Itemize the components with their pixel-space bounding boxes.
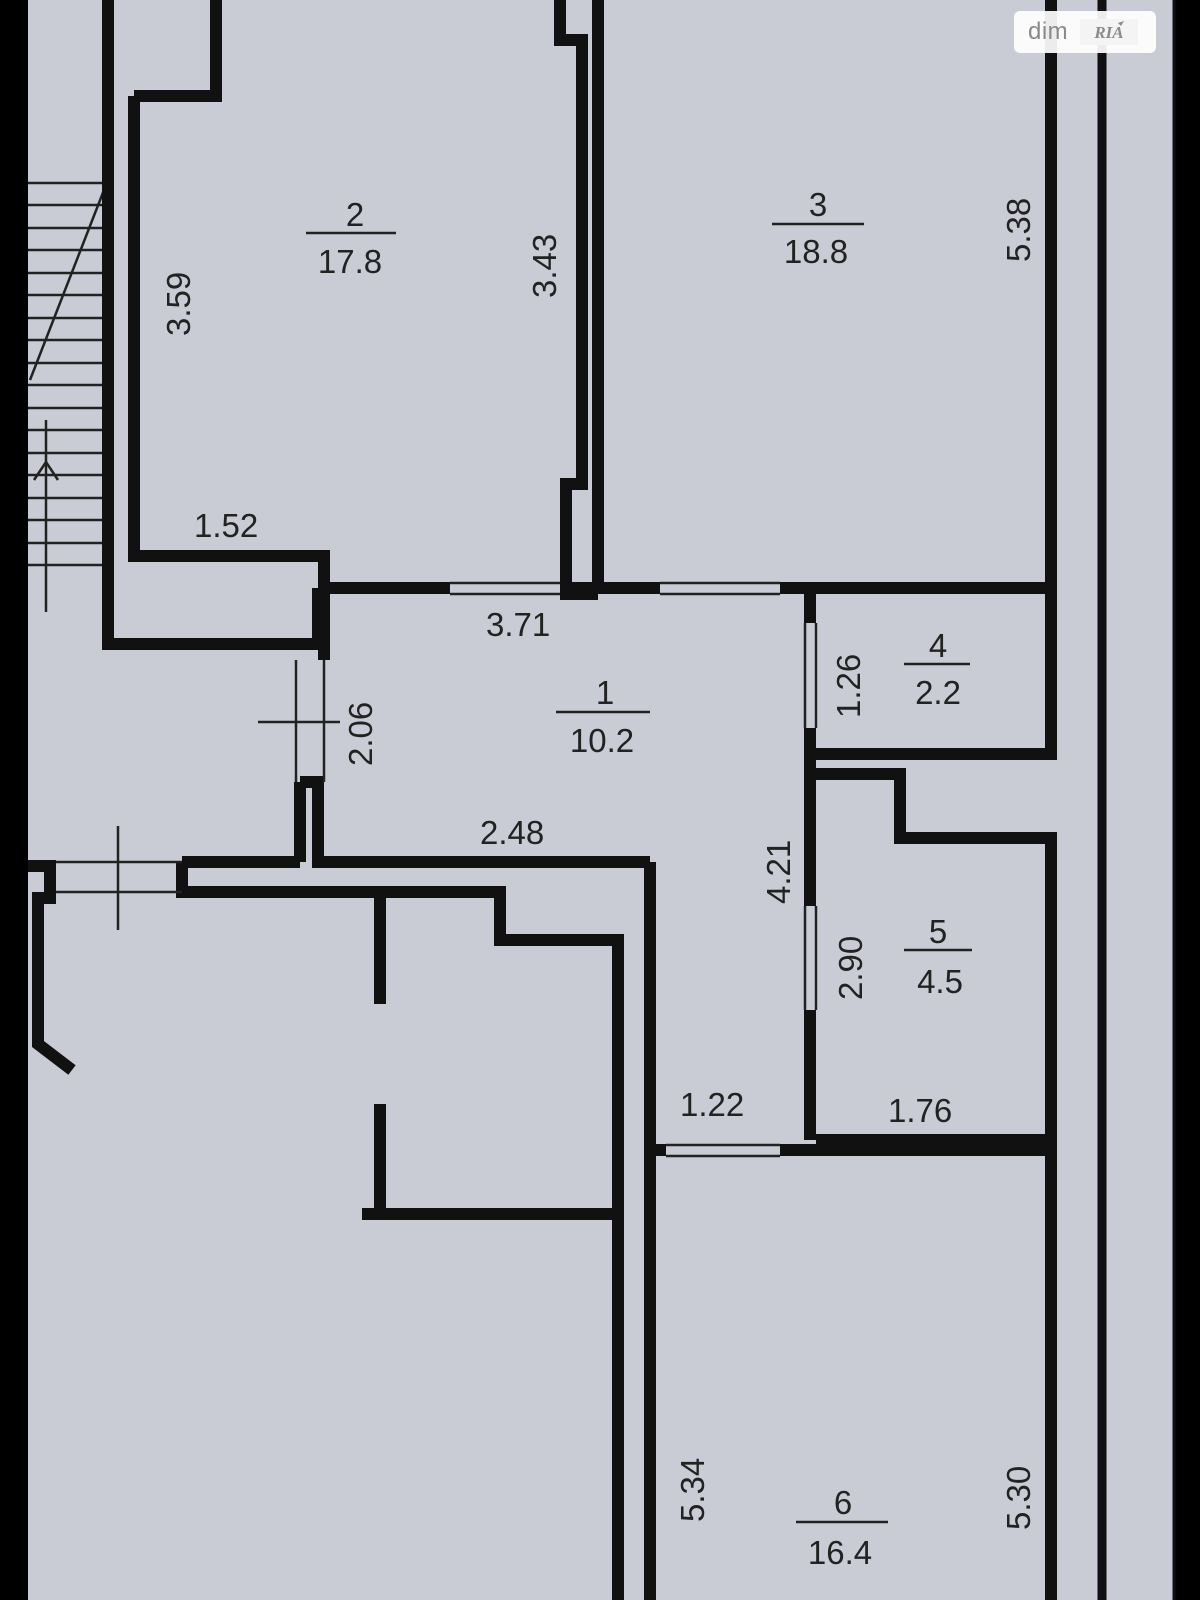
- room-label-2: 2 17.8: [306, 196, 396, 280]
- room-area: 18.8: [784, 233, 848, 270]
- dimension-hall-left: 2.06: [342, 702, 379, 766]
- dimension-room5-height: 2.90: [832, 936, 869, 1000]
- dimension-passage-width: 1.22: [680, 1086, 744, 1123]
- watermark-text: dim: [1028, 18, 1069, 45]
- dimension-room5-width: 1.76: [888, 1092, 952, 1129]
- room-number: 5: [929, 913, 947, 950]
- dimension-room2-bottom: 1.52: [194, 507, 258, 544]
- walls: [28, 0, 1057, 1600]
- dimension-hall-right: 4.21: [760, 840, 797, 904]
- staircase: [28, 181, 106, 612]
- room-label-5: 5 4.5: [904, 913, 972, 1000]
- room-area: 17.8: [318, 243, 382, 280]
- dimension-hall-bottom: 2.48: [480, 814, 544, 851]
- dimension-room6-left: 5.34: [674, 1458, 711, 1522]
- room-number: 4: [929, 627, 947, 664]
- dimension-room6-right: 5.30: [1000, 1466, 1037, 1530]
- openings: [56, 581, 818, 1158]
- watermark: dim RIA: [1014, 11, 1156, 53]
- dimension-room2-left: 3.59: [160, 272, 197, 336]
- room-number: 6: [834, 1484, 852, 1521]
- room-number: 3: [809, 186, 827, 223]
- room-area: 4.5: [917, 963, 963, 1000]
- room-label-6: 6 16.4: [796, 1484, 888, 1571]
- room-number: 1: [596, 674, 614, 711]
- room-label-3: 3 18.8: [772, 186, 864, 270]
- room-area: 16.4: [808, 1534, 872, 1571]
- dimension-room2-right: 3.43: [526, 234, 563, 298]
- ria-logo-icon: RIA: [1080, 19, 1139, 45]
- room-label-1: 1 10.2: [556, 674, 650, 759]
- dimension-hall-top: 3.71: [486, 606, 550, 643]
- dimension-room3-right: 5.38: [1000, 198, 1037, 262]
- room-number: 2: [346, 196, 364, 233]
- svg-text:RIA: RIA: [1094, 23, 1124, 42]
- dimension-room4-height: 1.26: [830, 654, 867, 718]
- room-label-4: 4 2.2: [904, 627, 970, 711]
- room-area: 10.2: [570, 722, 634, 759]
- room-area: 2.2: [915, 674, 961, 711]
